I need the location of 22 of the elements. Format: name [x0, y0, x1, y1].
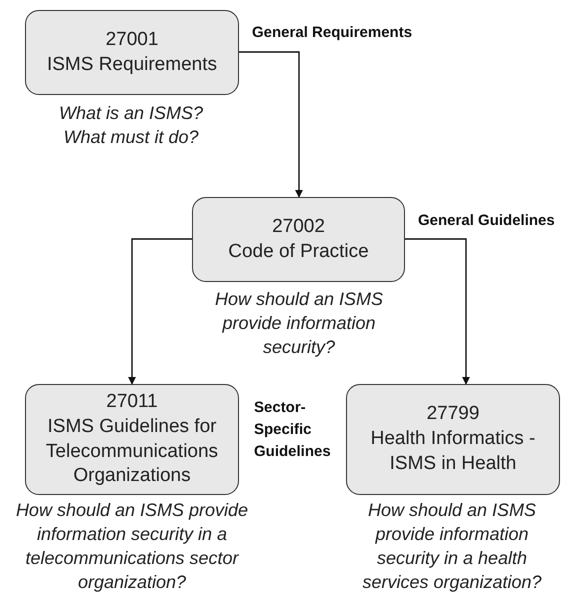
- standard-number: 27799: [426, 402, 480, 426]
- question-caption: How should an ISMS provide information security?: [214, 288, 384, 359]
- question-caption: How should an ISMS provide information security in a health services organization?: [361, 499, 543, 594]
- standard-title: ISMS Requirements: [46, 52, 217, 76]
- arrow: [239, 51, 303, 198]
- standard-number: 27011: [106, 390, 158, 414]
- process-box: [346, 384, 560, 495]
- process-box: [25, 10, 239, 95]
- standard-number: 27002: [272, 214, 325, 239]
- category-label: General Requirements: [252, 23, 414, 43]
- question-caption: How should an ISMS provide information security in a telecommunications sector organization?: [14, 499, 250, 594]
- arrow: [128, 238, 192, 385]
- standard-number: 27001: [106, 28, 158, 52]
- process-box: [25, 384, 239, 495]
- standard-title: ISMS Guidelines for Telecommunications Organizations: [44, 414, 220, 488]
- process-box: [192, 197, 405, 282]
- standard-title: Health Informatics - ISMS in Health: [370, 427, 536, 476]
- standard-title: Code of Practice: [228, 240, 369, 264]
- arrow: [405, 238, 470, 385]
- category-label: General Guidelines: [418, 211, 556, 231]
- category-label: Sector-Specific Guidelines: [254, 398, 332, 462]
- question-caption: What is an ISMS? What must it do?: [58, 102, 204, 149]
